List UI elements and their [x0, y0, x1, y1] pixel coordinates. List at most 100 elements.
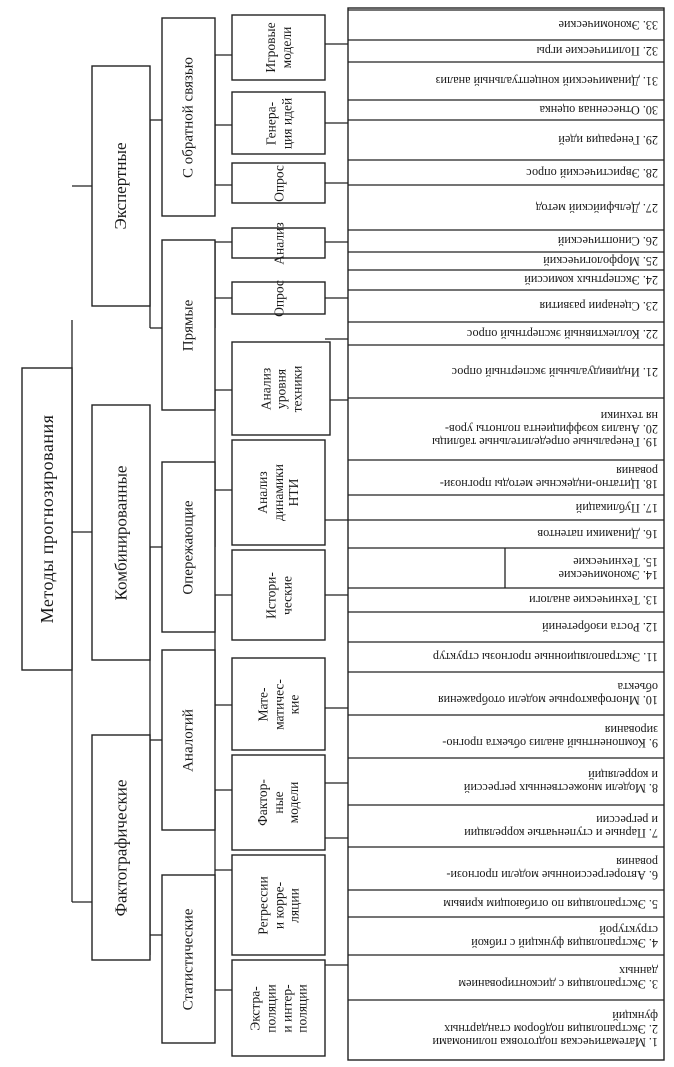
leaf-l16: 18. Цитатно-индексные методы прогнози-ро…	[348, 460, 664, 495]
leaf-l11: 12. Роста изобретений	[348, 612, 664, 642]
leaf-text: 24. Экспертных комиссий	[524, 273, 658, 288]
leaf-l26: 29. Генерация идей	[348, 120, 664, 160]
leaf-text: 19. Генеральные определительные таблицы	[432, 435, 658, 450]
method-idea-gen-label-line: Генера-	[262, 101, 278, 145]
leaf-text: 32. Политические игры	[536, 44, 658, 59]
method-extrapolation-box	[231, 959, 326, 1057]
leaf-text: 2. Экстраполяция подбором стандартных	[444, 1022, 658, 1037]
subgroup-direct-box	[161, 239, 216, 411]
method-tech-level-box	[231, 341, 331, 436]
group-expert-box	[91, 65, 151, 307]
leaf-text: 21. Индивидуальный экспертный опрос	[451, 365, 658, 379]
method-idea-gen-label-line: ция идей	[278, 97, 294, 149]
method-games-label-line: модели	[278, 26, 294, 69]
leaf-text: 6. Авторегрессионные модели прогнози-	[446, 868, 658, 883]
group-combined-box	[91, 404, 151, 661]
leaf-l20: 23. Сценарии развития	[348, 290, 664, 322]
method-math-label-line: кие	[286, 694, 302, 714]
leaf-text: 15. Технические	[573, 555, 658, 569]
leaf-l30: 33. Экономические	[348, 10, 664, 40]
leaf-text: 17. Публикаций	[575, 501, 658, 515]
group-factographic-label: Фактографические	[111, 779, 131, 916]
method-math-label-line: Мате-	[255, 686, 271, 722]
method-idea-gen-box	[231, 91, 326, 155]
method-games-box	[231, 14, 326, 81]
leaf-text: 31. Динамический концептуальный анализ	[435, 74, 658, 89]
method-idea-gen-label: Генера-ция идей	[232, 92, 325, 154]
method-sti-dynamics-label-line: НТИ	[286, 478, 302, 507]
leaf-l14: 16. Динамики патентов	[348, 520, 664, 548]
method-tech-level-label-line: техники	[288, 365, 304, 412]
leaf-text: ня техники	[600, 409, 658, 424]
leaf-text: 14. Экономические	[558, 568, 658, 582]
leaf-text: зирования	[604, 723, 658, 738]
method-extrapolation-label-line: Экстра-	[247, 985, 263, 1031]
subgroup-statistical-box	[161, 874, 216, 1044]
leaf-column-frame	[347, 7, 665, 1061]
method-math-label-line: матичес-	[270, 678, 286, 730]
leaf-text: функций	[612, 1009, 658, 1024]
leaf-text: и корреляций	[588, 768, 658, 783]
leaf-text: 18. Цитатно-индексные методы прогнози-	[439, 477, 658, 492]
leaf-text: данных	[619, 964, 658, 979]
method-analysis-label-line: Анализ	[270, 221, 286, 265]
leaf-l5: 6. Авторегрессионные модели прогнози-ров…	[348, 847, 664, 890]
method-regression-label-line: Регрессии	[255, 875, 271, 935]
method-historical-label-line: Истори-	[262, 571, 278, 619]
method-regression-box	[231, 854, 326, 956]
leaf-text: и регрессии	[596, 813, 658, 827]
leaf-text: 12. Роста изобретений	[542, 620, 658, 635]
leaf-text: 11. Экстраполяционные прогнозы структур	[432, 650, 658, 665]
leaf-text: 1. Математическая подготовка полиномами	[432, 1035, 659, 1050]
leaf-l18: 21. Индивидуальный экспертный опрос	[348, 345, 664, 398]
leaf-text: 8. Модели множественных регрессий	[463, 781, 658, 796]
leaf-l12: 13. Технические аналоги	[348, 588, 664, 612]
leaf-text: 22. Коллективный экспертный опрос	[466, 327, 658, 341]
leaf-text: 27. Дельфийский метод	[535, 201, 658, 215]
root-label: Методы прогнозирования	[36, 414, 57, 624]
method-survey-feedback-label-line: Опрос	[270, 164, 286, 202]
method-survey-direct-label-line: Опрос	[270, 279, 286, 317]
leaf-text: 3. Экстраполяция с дисконтированием	[458, 977, 658, 992]
leaf-text: 13. Технические аналоги	[529, 593, 658, 608]
method-regression-label-line: и корре-	[270, 881, 286, 929]
leaf-l4: 5. Экстраполяция по огибающим кривым	[348, 890, 664, 917]
leaf-text: рования	[616, 464, 658, 479]
method-survey-direct-box	[231, 281, 326, 315]
method-analysis-box	[231, 227, 326, 259]
leaf-text: 23. Сценарии развития	[539, 299, 658, 314]
method-math-box	[231, 657, 326, 751]
leaf-text: 5. Экстраполяция по огибающим кривым	[443, 897, 658, 911]
leaf-l28: 31. Динамический концептуальный анализ	[348, 62, 664, 100]
leaf-text: 25. Морфологический	[543, 254, 658, 269]
leaf-l21: 24. Экспертных комиссий	[348, 270, 664, 290]
method-sti-dynamics-label-line: Анализ	[255, 471, 271, 514]
leaf-l15: 17. Публикаций	[348, 495, 664, 520]
leaf-text: 30. Отнесенная оценка	[539, 103, 658, 118]
leaf-text: 16. Динамики патентов	[537, 527, 658, 542]
leaf-l23: 26. Синоптический	[348, 230, 664, 252]
subgroup-analogies-label: Аналогий	[179, 708, 196, 772]
method-survey-feedback-label: Опрос	[232, 163, 325, 203]
method-regression-label-line: ляции	[286, 887, 302, 923]
method-historical-box	[231, 549, 326, 641]
method-factor-models-box	[231, 754, 326, 851]
leaf-text: 28. Эвристический опрос	[526, 166, 658, 180]
leaf-l25: 28. Эвристический опрос	[348, 160, 664, 185]
subgroup-feedback-label: С обратной связью	[179, 56, 196, 178]
leaf-text: 26. Синоптический	[557, 234, 658, 249]
group-combined-label: Комбинированные	[111, 465, 131, 600]
method-historical-label: Истори-ческие	[232, 550, 325, 640]
leaf-text: 20. Анализ коэффициента полноты уров-	[444, 422, 658, 437]
method-sti-dynamics-label-line: динамики	[270, 464, 286, 521]
